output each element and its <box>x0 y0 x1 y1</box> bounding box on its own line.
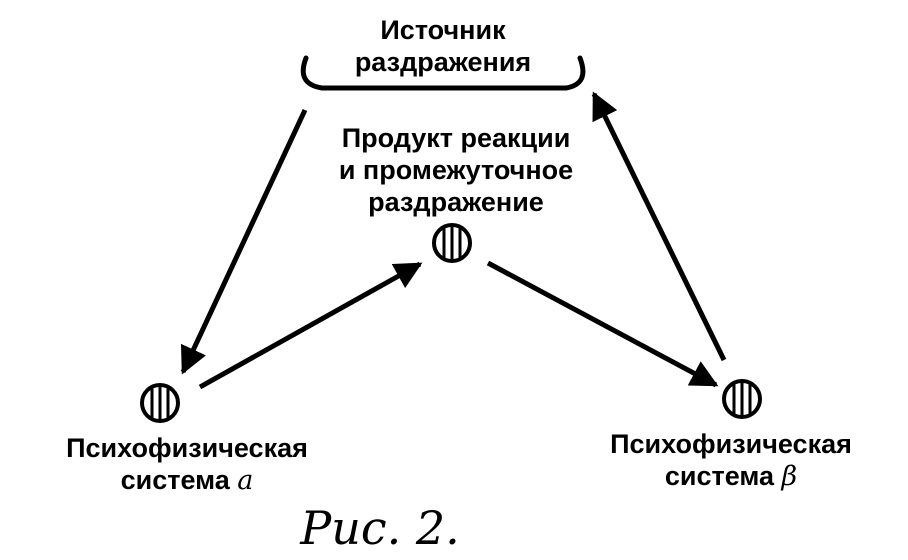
arrow-source-to-system-a <box>180 108 308 375</box>
source-label-line2: раздражения <box>354 47 532 77</box>
system-b-symbol: β <box>781 461 798 492</box>
arrow-product-to-system-b <box>486 260 719 388</box>
striped-circle-icon-product <box>432 223 472 263</box>
product-label: Продукт реакции и промежуточное раздраже… <box>296 122 616 218</box>
system-b-label-word: система <box>664 461 782 491</box>
system-b-label: Психофизическая система β <box>586 428 876 493</box>
system-b-label-line2: система β <box>586 460 876 493</box>
arrow-system-b-to-source <box>591 91 727 362</box>
system-a-label-line1: Психофизическая <box>66 433 308 463</box>
figure-caption: Рис. 2. <box>300 501 460 555</box>
system-a-label-word: система <box>120 465 238 495</box>
source-label-line1: Источник <box>380 15 506 45</box>
striped-circle-icon-system-b <box>722 379 762 419</box>
arrow-system-a-to-product <box>198 261 423 390</box>
system-a-label-line2: система a <box>42 464 332 497</box>
striped-circle-icon-system-a <box>140 383 180 423</box>
product-label-line1: Продукт реакции <box>341 123 571 153</box>
source-brace <box>300 55 586 91</box>
system-b-label-line1: Психофизическая <box>610 429 852 459</box>
product-label-line2: и промежуточное <box>338 155 574 185</box>
system-a-symbol: a <box>237 465 254 496</box>
product-label-line3: раздражение <box>368 187 544 217</box>
system-a-label: Психофизическая система a <box>42 432 332 497</box>
source-label: Источник раздражения <box>303 14 583 78</box>
